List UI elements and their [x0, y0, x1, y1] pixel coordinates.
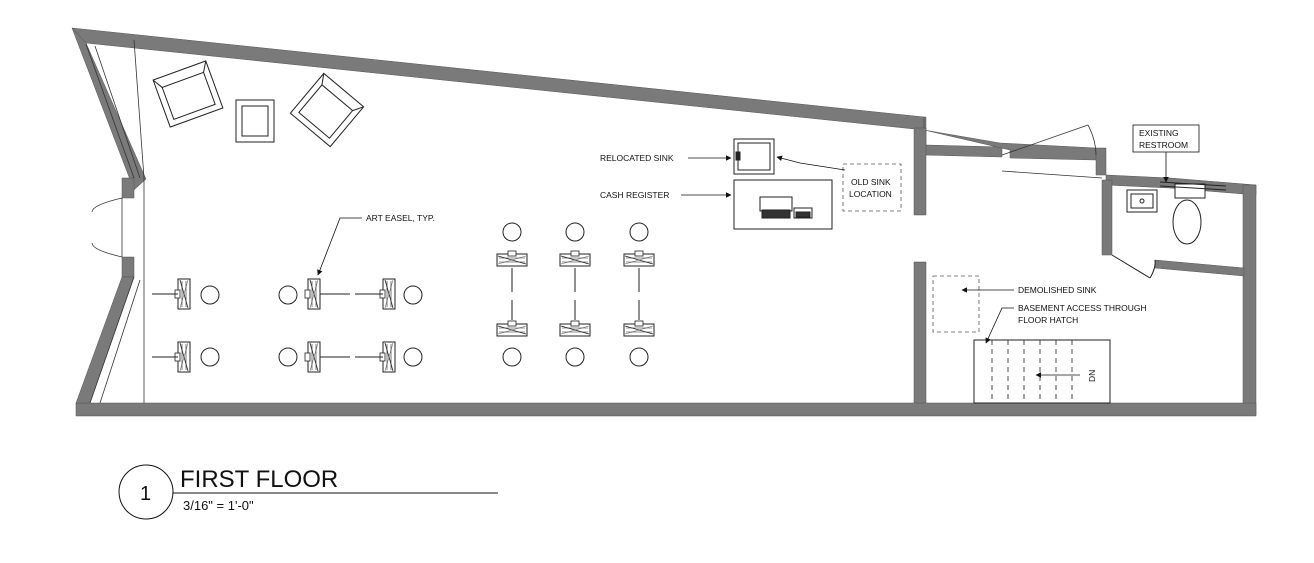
storefront-glazing: [85, 39, 145, 404]
old-sink-location: OLD SINK LOCATION: [776, 155, 902, 212]
drawing-title-block: 1 FIRST FLOOR 3/16" = 1'-0": [118, 464, 498, 520]
drawing-number: 1: [140, 483, 151, 505]
relocated-sink-label: RELOCATED SINK: [600, 153, 674, 163]
easel-group-left: [152, 278, 423, 373]
lounge-chair-left: [152, 60, 224, 128]
stair-direction-label: DN: [1087, 370, 1097, 382]
art-easel-callout: ART EASEL, TYP.: [317, 213, 435, 276]
cash-register-counter: [733, 179, 833, 230]
cash-register-label: CASH REGISTER: [600, 190, 669, 200]
easel-group-center: [496, 222, 655, 367]
drawing-scale: 3/16" = 1'-0": [183, 498, 254, 513]
basement-stair: DN: [973, 339, 1111, 404]
existing-restroom-callout: EXISTING RESTROOM: [1132, 124, 1200, 183]
old-sink-label-1: OLD SINK: [851, 177, 891, 187]
walls: [71, 27, 1257, 417]
basement-access-callout: BASEMENT ACCESS THROUGH FLOOR HATCH: [985, 303, 1147, 344]
art-easel-label: ART EASEL, TYP.: [366, 213, 435, 223]
drawing-title: FIRST FLOOR: [180, 466, 338, 493]
relocated-sink-callout: RELOCATED SINK: [600, 153, 732, 163]
demolished-sink-label: DEMOLISHED SINK: [1018, 285, 1097, 295]
rear-door: [1001, 124, 1103, 179]
relocated-sink: [733, 138, 775, 175]
basement-access-label-2: FLOOR HATCH: [1018, 315, 1078, 325]
entry-door: [91, 197, 123, 258]
existing-restroom-label-1: EXISTING: [1139, 128, 1179, 138]
basement-access-label-1: BASEMENT ACCESS THROUGH: [1018, 303, 1147, 313]
demolished-sink: DEMOLISHED SINK: [932, 275, 1097, 333]
restroom-fixtures: [1111, 181, 1227, 279]
existing-restroom-label-2: RESTROOM: [1139, 140, 1188, 150]
lounge-chair-right: [289, 72, 365, 148]
cash-register-callout: CASH REGISTER: [600, 190, 732, 200]
side-table: [235, 99, 275, 143]
old-sink-label-2: LOCATION: [849, 189, 892, 199]
